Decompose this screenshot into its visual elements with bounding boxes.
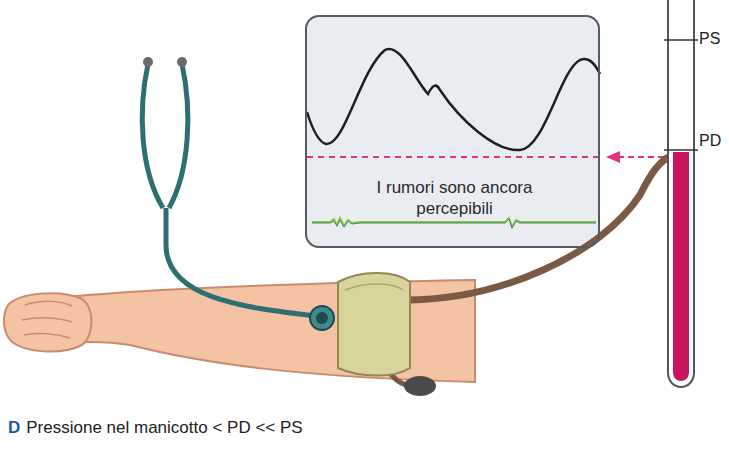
diastolic-mark xyxy=(664,149,698,151)
earpiece xyxy=(177,57,187,67)
chestpiece-center xyxy=(316,312,328,324)
systolic-label: PS xyxy=(699,30,720,48)
diastolic-label: PD xyxy=(699,132,721,150)
panel-note: I rumori sono ancora percepibili xyxy=(367,177,542,220)
cuff-fold xyxy=(345,284,403,290)
cuff-tube xyxy=(405,154,676,300)
figure-letter: D xyxy=(8,418,20,438)
panel-ground xyxy=(305,15,600,248)
systolic-mark xyxy=(664,39,698,41)
korotkoff-sound-trace-shadow xyxy=(312,219,596,228)
pressure-waveform xyxy=(307,49,600,150)
inflation-bulb xyxy=(404,376,436,396)
diastolic-level-line xyxy=(307,156,598,158)
caption-row: D Pressione nel manicotto < PD << PS xyxy=(8,418,303,438)
mercury-column xyxy=(673,152,689,381)
caption: Pressione nel manicotto < PD << PS xyxy=(26,418,302,438)
earpiece xyxy=(143,57,153,67)
manometer-tube xyxy=(668,0,694,387)
cuff xyxy=(338,273,410,376)
stethoscope-binaurals xyxy=(142,64,188,208)
inset-panel: I rumori sono ancora percepibili xyxy=(305,15,600,248)
stethoscope-tube xyxy=(166,208,315,316)
fingers xyxy=(22,301,72,338)
pointer-arrowhead xyxy=(606,151,620,163)
pointer-line xyxy=(618,156,664,158)
korotkoff-sound-trace xyxy=(312,218,596,227)
fist xyxy=(4,293,92,351)
chestpiece xyxy=(310,306,334,330)
